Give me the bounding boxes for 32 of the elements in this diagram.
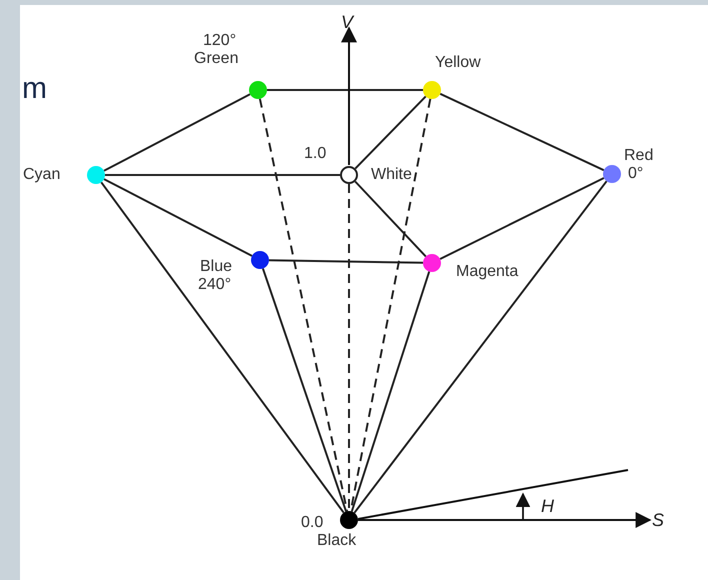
node-label: Blue bbox=[200, 258, 232, 276]
axis-label: H bbox=[541, 496, 554, 516]
node-label: 120° bbox=[203, 32, 236, 50]
line bbox=[262, 268, 348, 512]
node-label: Magenta bbox=[456, 263, 518, 281]
node-label: Cyan bbox=[23, 166, 60, 184]
line bbox=[440, 177, 604, 260]
node-label: Red bbox=[624, 147, 654, 165]
node-label: 1.0 bbox=[304, 145, 326, 163]
node-label: White bbox=[371, 166, 412, 184]
node-label: Green bbox=[194, 50, 238, 68]
line bbox=[354, 180, 608, 514]
node-label: Black bbox=[317, 532, 356, 550]
node-label: 240° bbox=[198, 276, 232, 294]
dashed-line bbox=[348, 184, 350, 511]
line bbox=[104, 93, 250, 172]
node-label: Yellow bbox=[435, 54, 481, 72]
line bbox=[350, 271, 430, 512]
line bbox=[354, 180, 427, 258]
axis-label: V bbox=[341, 12, 354, 32]
node-label: 0.0 bbox=[301, 514, 324, 532]
heading-fragment: m bbox=[22, 72, 47, 106]
line bbox=[268, 259, 424, 264]
node-label: 0° bbox=[628, 165, 644, 183]
line bbox=[104, 178, 252, 257]
dashed-line bbox=[258, 98, 348, 512]
line bbox=[267, 89, 423, 91]
line bbox=[354, 96, 426, 170]
line bbox=[100, 182, 344, 514]
axis-label: S bbox=[652, 510, 664, 530]
line bbox=[440, 92, 604, 172]
line bbox=[105, 174, 340, 176]
